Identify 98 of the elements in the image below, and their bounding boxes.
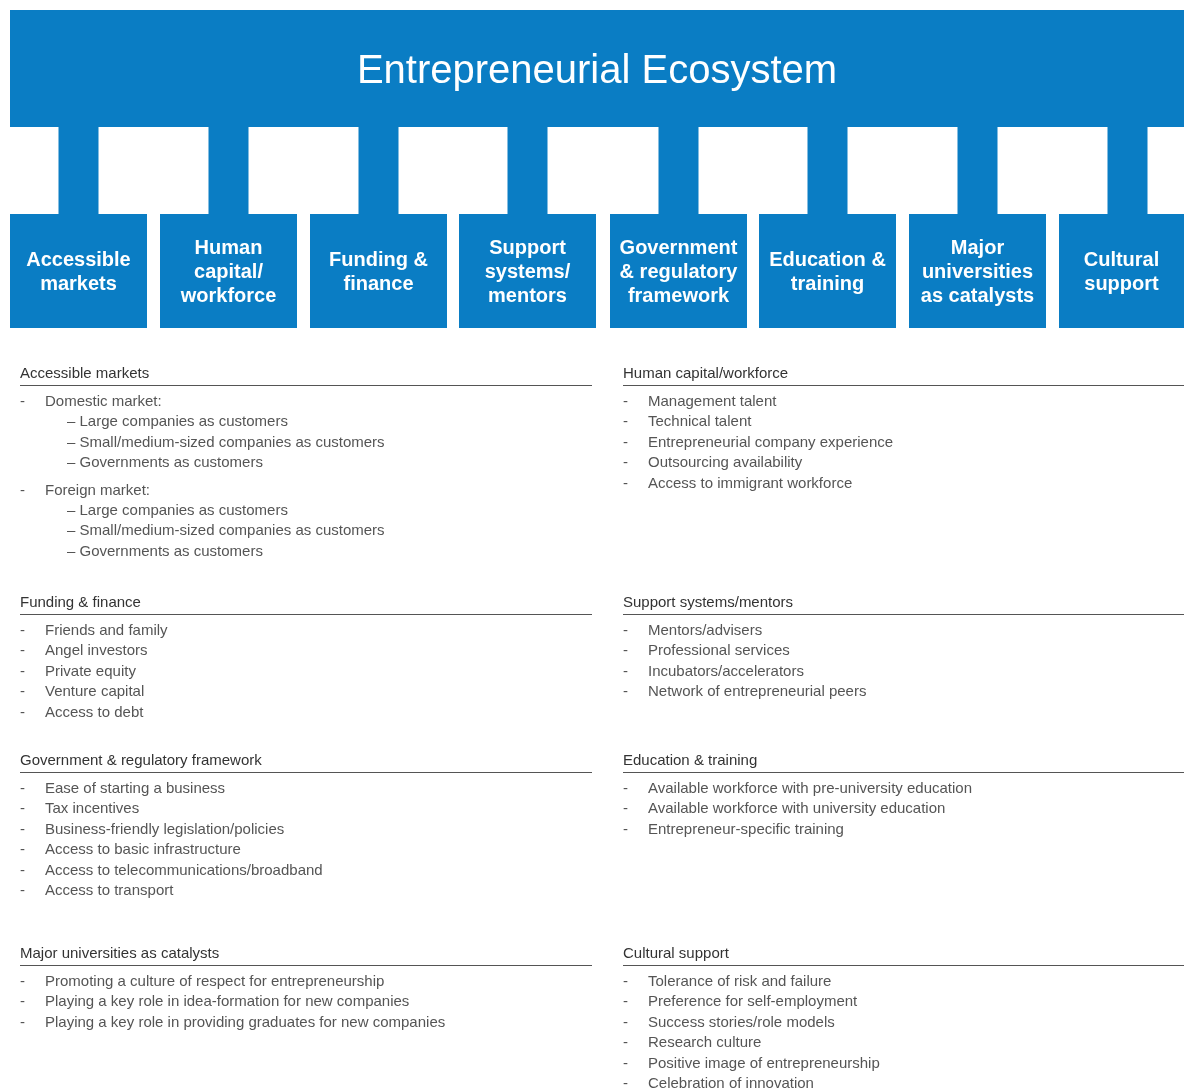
bullet-dash: - xyxy=(20,859,26,880)
list-item: Available workforce with pre-university education xyxy=(648,778,973,798)
list-item: Research culture xyxy=(648,1032,762,1053)
list-item: Access to telecommunications/broadband xyxy=(45,859,323,880)
list-item: Entrepreneur-specific training xyxy=(648,818,844,839)
bullet-dash: - xyxy=(623,472,629,493)
section-heading: Funding & finance xyxy=(20,593,592,615)
section-heading: Support systems/mentors xyxy=(623,593,1184,615)
sub-list-item: – Small/medium-sized companies as customers xyxy=(66,520,385,541)
bullet-dash: - xyxy=(623,411,629,432)
bullet-dash: - xyxy=(623,681,629,702)
bullet-dash: - xyxy=(20,1011,26,1032)
list-item: Friends and family xyxy=(45,620,168,640)
bullet-dash: - xyxy=(623,818,629,839)
category-box: Accessible markets xyxy=(10,214,147,328)
category-box: Cultural support xyxy=(1059,214,1184,328)
bullet-dash: - xyxy=(20,818,26,839)
list-item: Access to immigrant workforce xyxy=(648,472,853,493)
bullet-dash: - xyxy=(20,660,26,681)
bullet-dash: - xyxy=(623,971,629,991)
list-item: Tolerance of risk and failure xyxy=(648,971,832,991)
bullet-dash: - xyxy=(623,1073,629,1092)
bullet-dash: - xyxy=(623,798,629,819)
sub-list-item: – Large companies as customers xyxy=(66,411,288,432)
bullet-dash: - xyxy=(623,1052,629,1073)
category-box: Government & regulatory framework xyxy=(610,214,747,328)
connector-bar xyxy=(1107,127,1148,214)
list-item: Access to debt xyxy=(45,701,144,722)
section-heading: Government & regulatory framework xyxy=(20,751,592,773)
list-item: Entrepreneurial company experience xyxy=(648,431,894,452)
bullet-dash: - xyxy=(20,991,26,1012)
bullet-dash: - xyxy=(20,620,26,640)
list-item: Technical talent xyxy=(648,411,752,432)
list-item: Foreign market: xyxy=(45,479,151,500)
list-item: Incubators/accelerators xyxy=(648,660,804,681)
list-item: Venture capital xyxy=(45,681,145,702)
title-banner: Entrepreneurial Ecosystem xyxy=(10,10,1184,127)
section-heading: Cultural support xyxy=(623,944,1184,966)
section-heading: Human capital/workforce xyxy=(623,364,1184,386)
bullet-dash: - xyxy=(20,971,26,991)
bullet-dash: - xyxy=(20,640,26,661)
bullet-dash: - xyxy=(623,620,629,640)
list-item: Domestic market: xyxy=(45,391,162,411)
section-heading: Education & training xyxy=(623,751,1184,773)
section-heading: Major universities as catalysts xyxy=(20,944,592,966)
connector-bar xyxy=(507,127,548,214)
list-item: Playing a key role in idea-formation for new companies xyxy=(45,991,410,1012)
list-item: Business-friendly legislation/policies xyxy=(45,818,285,839)
connector-bar xyxy=(807,127,848,214)
bullet-dash: - xyxy=(623,991,629,1012)
bullet-dash: - xyxy=(623,778,629,798)
bullet-dash: - xyxy=(20,880,26,901)
list-item: Access to basic infrastructure xyxy=(45,839,241,860)
sub-list-item: – Large companies as customers xyxy=(66,500,288,521)
list-item: Ease of starting a business xyxy=(45,778,226,798)
list-item: Positive image of entrepreneurship xyxy=(648,1052,880,1073)
category-box: Education & training xyxy=(759,214,896,328)
list-item: Outsourcing availability xyxy=(648,452,803,473)
list-item: Available workforce with university education xyxy=(648,798,946,819)
list-item: Angel investors xyxy=(45,640,148,661)
sub-list-item: – Governments as customers xyxy=(66,540,263,561)
list-item: Network of entrepreneurial peers xyxy=(648,681,867,702)
bullet-dash: - xyxy=(623,660,629,681)
list-item: Tax incentives xyxy=(45,798,140,819)
list-item: Preference for self-employment xyxy=(648,991,858,1012)
list-item: Management talent xyxy=(648,391,777,411)
sub-list-item: – Small/medium-sized companies as customers xyxy=(66,431,385,452)
category-box: Support systems/ mentors xyxy=(459,214,596,328)
bullet-dash: - xyxy=(20,391,26,411)
list-item: Private equity xyxy=(45,660,136,681)
bullet-dash: - xyxy=(623,640,629,661)
bullet-dash: - xyxy=(20,839,26,860)
bullet-dash: - xyxy=(623,1032,629,1053)
list-item: Access to transport xyxy=(45,880,174,901)
connector-bar xyxy=(358,127,399,214)
bullet-dash: - xyxy=(20,701,26,722)
bullet-dash: - xyxy=(623,391,629,411)
bullet-dash: - xyxy=(623,452,629,473)
connector-bar xyxy=(208,127,249,214)
connector-bar xyxy=(58,127,99,214)
list-item: Promoting a culture of respect for entrepreneurship xyxy=(45,971,385,991)
category-box: Major universities as catalysts xyxy=(909,214,1046,328)
category-box: Funding & finance xyxy=(310,214,447,328)
section-heading: Accessible markets xyxy=(20,364,592,386)
bullet-dash: - xyxy=(20,798,26,819)
sub-list-item: – Governments as customers xyxy=(66,452,263,473)
bullet-dash: - xyxy=(20,681,26,702)
bullet-dash: - xyxy=(20,479,26,500)
bullet-dash: - xyxy=(623,1011,629,1032)
bullet-dash: - xyxy=(623,431,629,452)
list-item: Professional services xyxy=(648,640,790,661)
list-item: Playing a key role in providing graduates for new companies xyxy=(45,1011,446,1032)
list-item: Success stories/role models xyxy=(648,1011,835,1032)
bullet-dash: - xyxy=(20,778,26,798)
list-item: Mentors/advisers xyxy=(648,620,763,640)
connector-bar xyxy=(658,127,699,214)
list-item: Celebration of innovation xyxy=(648,1073,814,1092)
category-box: Human capital/ workforce xyxy=(160,214,297,328)
